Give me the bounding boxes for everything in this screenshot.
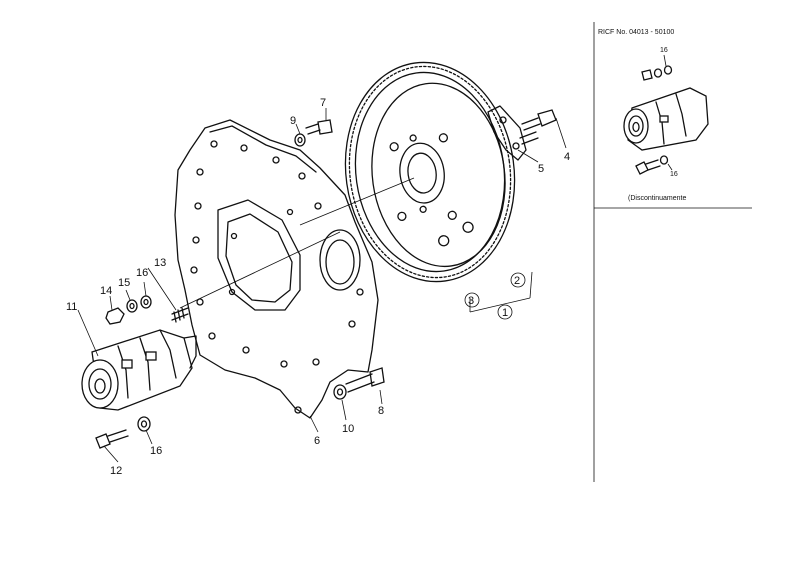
stud-13 bbox=[171, 307, 189, 323]
bolt-12 bbox=[95, 429, 129, 449]
circle-marker-2 bbox=[510, 272, 526, 288]
callout-11: 11 bbox=[66, 301, 77, 313]
circle-marker-1 bbox=[497, 304, 513, 320]
callouts: 7 9 4 5 2 3 1 13 14 15 16 11 12 16 8 10 … bbox=[66, 97, 570, 477]
inset-panel: RICF No. 04013 - 50100 16 16 (Discontinu… bbox=[598, 29, 709, 202]
inset-note: (Discontinuamente bbox=[628, 195, 686, 202]
rear-plate bbox=[174, 119, 379, 419]
assembly-centerline bbox=[299, 177, 415, 226]
starter-motor bbox=[81, 329, 197, 411]
washer-10 bbox=[333, 384, 347, 400]
inset-callout-16-bottom: 16 bbox=[670, 171, 678, 178]
callout-5: 5 bbox=[538, 163, 544, 175]
callout-14: 14 bbox=[100, 285, 112, 297]
inset-starter-motor bbox=[623, 87, 709, 151]
washer-16-bottom bbox=[137, 416, 151, 432]
inset-bolt bbox=[635, 155, 669, 175]
callout-16-bottom: 16 bbox=[150, 445, 162, 457]
callout-12: 12 bbox=[110, 465, 122, 477]
inset-frame bbox=[593, 22, 752, 482]
circle-marker-3 bbox=[464, 292, 480, 308]
washer-9 bbox=[294, 133, 306, 147]
leader-lines bbox=[77, 108, 567, 463]
callout-6: 6 bbox=[314, 435, 320, 447]
callout-16-top: 16 bbox=[136, 267, 148, 279]
flywheel-bolt bbox=[519, 109, 557, 145]
callout-8: 8 bbox=[378, 405, 384, 417]
assembly-centerline-starter bbox=[179, 231, 341, 309]
callout-1: 1 bbox=[502, 307, 508, 319]
callout-3: 3 bbox=[468, 295, 474, 307]
inset-header: RICF No. 04013 - 50100 bbox=[598, 29, 674, 36]
callout-2: 2 bbox=[514, 275, 520, 287]
callout-9: 9 bbox=[290, 115, 296, 127]
callout-4: 4 bbox=[564, 151, 570, 163]
flywheel-lock-plate bbox=[487, 105, 527, 161]
callout-15: 15 bbox=[118, 277, 130, 289]
inset-callout-16-top: 16 bbox=[660, 47, 668, 54]
washer-16-top bbox=[140, 295, 152, 309]
callout-7: 7 bbox=[320, 97, 326, 109]
nut-14 bbox=[105, 307, 125, 325]
callout-13: 13 bbox=[154, 257, 166, 269]
callout-10: 10 bbox=[342, 423, 354, 435]
flywheel-ring-gear bbox=[344, 61, 516, 283]
washer-15 bbox=[126, 299, 138, 313]
inset-washers bbox=[641, 65, 673, 81]
bolt-7 bbox=[305, 119, 333, 135]
bolt-8 bbox=[345, 367, 385, 393]
